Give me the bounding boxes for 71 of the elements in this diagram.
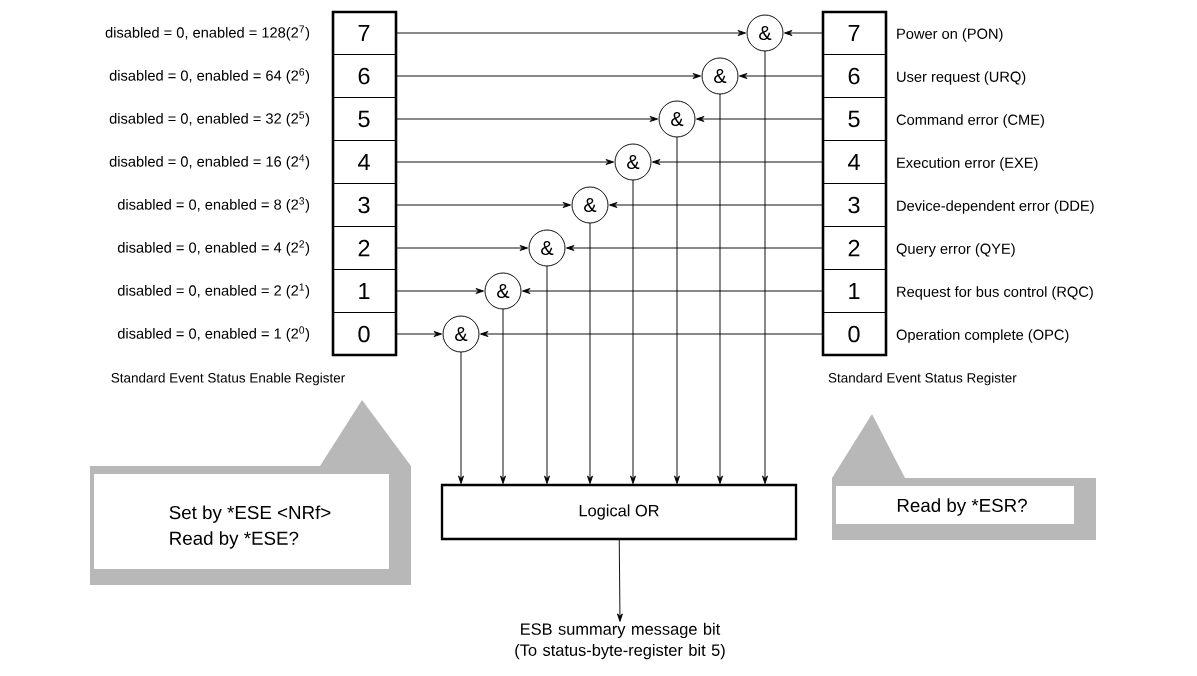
register-cell: 5 — [822, 97, 886, 141]
event-label: Request for bus control (RQC) — [897, 286, 1093, 300]
output-label: ESB summary message bit (To status-byte-register bit 5) — [515, 622, 725, 660]
register-cell: 1 — [332, 269, 396, 313]
and-gate: & — [701, 57, 739, 95]
arrow — [544, 265, 550, 484]
register-cell: 1 — [822, 269, 886, 313]
arrow — [395, 245, 528, 251]
bit-weight-label: disabled = 0, enabled = 4 (2$^{2}$) — [117, 240, 310, 256]
event-label: Power on (PON) — [897, 28, 1003, 42]
bit-weight-label: disabled = 0, enabled = 8 (2$^{3}$) — [117, 197, 310, 213]
arrow — [630, 179, 636, 484]
bit-weight-label: disabled = 0, enabled = 64 (2$^{6}$) — [109, 68, 310, 84]
arrow — [395, 30, 746, 36]
arrow — [652, 159, 823, 165]
and-gate: & — [442, 315, 480, 353]
register-cell: 7 — [822, 11, 886, 55]
register-cell: 2 — [332, 226, 396, 270]
bit-weight-label: disabled = 0, enabled = 32 (2$^{5}$) — [109, 111, 310, 127]
arrow — [566, 245, 823, 251]
arrow — [395, 73, 701, 79]
arrow — [717, 93, 723, 484]
arrow — [762, 50, 768, 484]
arrow — [522, 288, 823, 294]
and-gate: & — [658, 100, 696, 138]
and-gate: & — [746, 14, 784, 52]
register-cell: 6 — [332, 54, 396, 98]
arrow — [395, 116, 658, 122]
and-gate: & — [571, 186, 609, 224]
event-label: User request (URQ) — [897, 71, 1026, 85]
bit-weight-label: disabled = 0, enabled = 2 (2$^{1}$) — [117, 283, 310, 299]
arrow — [500, 308, 506, 484]
register-cell: 2 — [822, 226, 886, 270]
arrow — [784, 30, 823, 36]
arrow — [480, 331, 823, 337]
event-label: Execution error (EXE) — [897, 157, 1038, 171]
event-label: Operation complete (OPC) — [896, 329, 1069, 343]
arrow — [395, 159, 614, 165]
event-label: Command error (CME) — [896, 114, 1044, 128]
and-gate: & — [528, 229, 566, 267]
bit-weight-label: disabled = 0, enabled = 1 (2$^{0}$) — [117, 326, 310, 342]
register-cell: 5 — [332, 97, 396, 141]
arrow — [609, 202, 823, 208]
arrow — [739, 73, 823, 79]
arrow — [587, 222, 593, 484]
arrow — [696, 116, 823, 122]
register-cell: 3 — [822, 183, 886, 227]
register-name: Standard Event Status Enable Register — [111, 372, 345, 386]
callout-text: Set by *ESE <NRf> Read by *ESE? — [169, 505, 331, 549]
register-name: Standard Event Status Register — [828, 372, 1017, 386]
event-label: Query error (QYE) — [896, 243, 1015, 257]
bit-weight-label: disabled = 0, enabled = 128(2$^{7}$) — [105, 25, 310, 41]
register-cell: 0 — [822, 312, 886, 356]
register-cell: 3 — [332, 183, 396, 227]
register-cell: 6 — [822, 54, 886, 98]
arrow — [458, 351, 464, 484]
arrow — [674, 136, 680, 484]
arrow — [616, 538, 623, 622]
and-gate: & — [614, 143, 652, 181]
register-cell: 4 — [332, 140, 396, 184]
event-label: Device-dependent error (DDE) — [897, 200, 1094, 214]
callout-text: Read by *ESR? — [897, 498, 1027, 516]
and-gate: & — [484, 272, 522, 310]
bit-weight-label: disabled = 0, enabled = 16 (2$^{4}$) — [109, 154, 310, 170]
arrow — [395, 202, 571, 208]
register-cell: 4 — [822, 140, 886, 184]
register-cell: 7 — [332, 11, 396, 55]
register-cell: 0 — [332, 312, 396, 356]
arrow — [395, 288, 484, 294]
logic-box: Logical OR — [440, 483, 798, 541]
arrow — [395, 331, 442, 337]
